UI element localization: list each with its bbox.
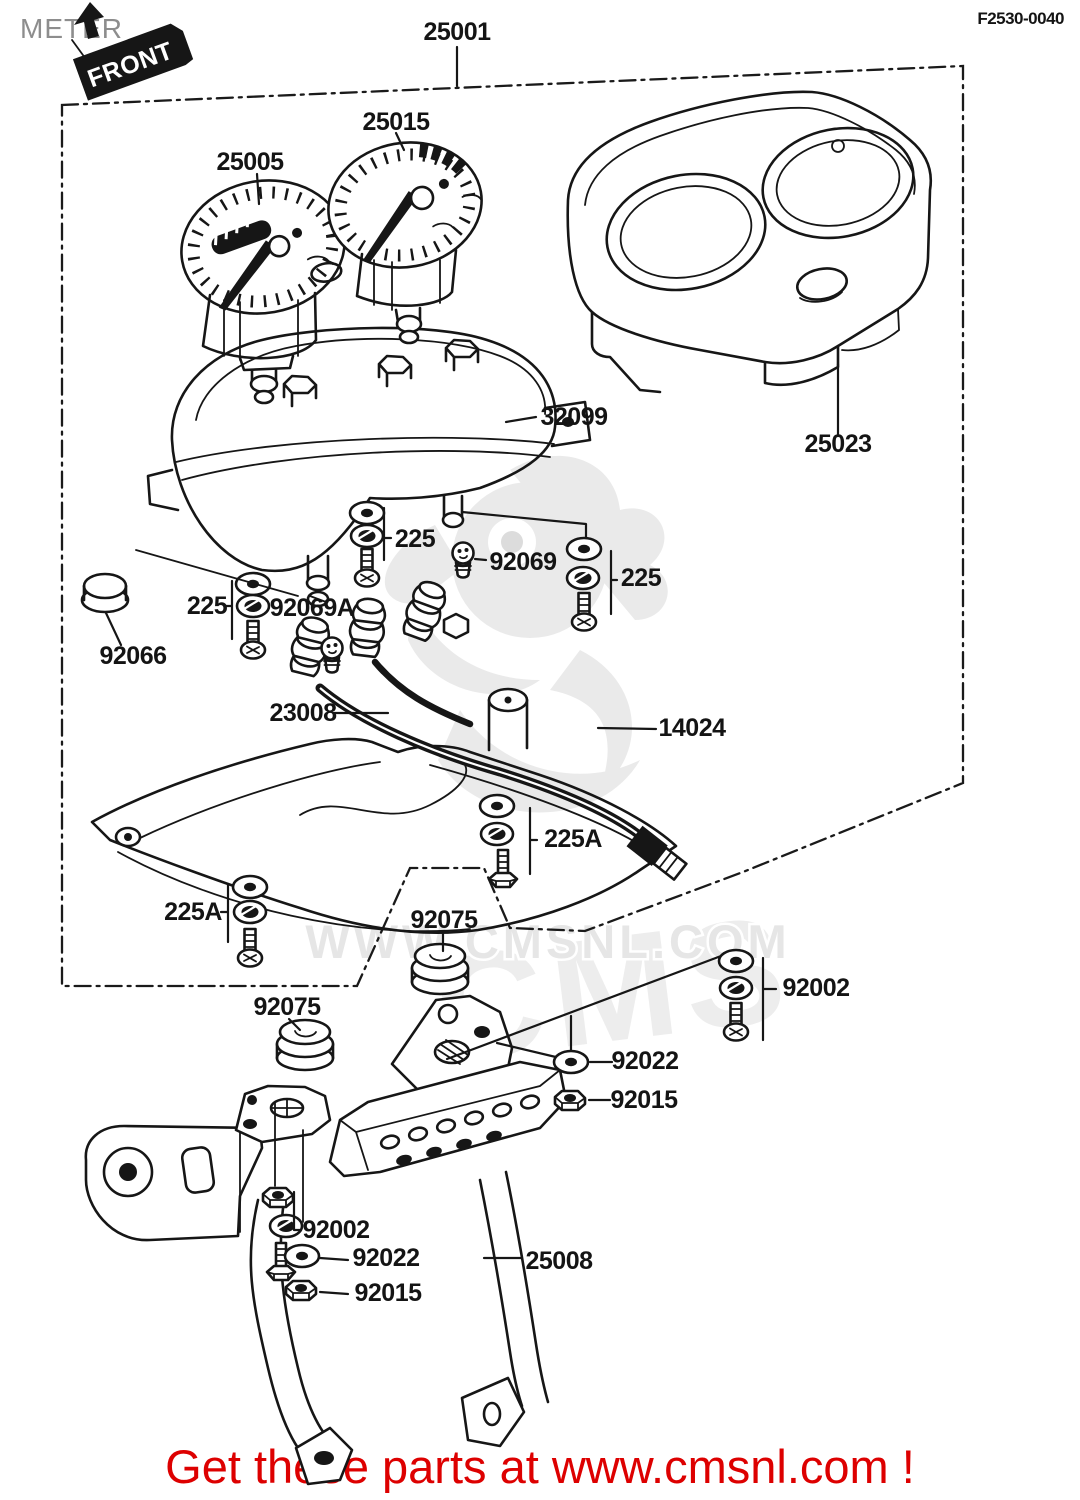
speedometer-25005 (180, 179, 346, 405)
cms-watermark-eagle (384, 455, 668, 813)
part-label-92069A[interactable]: 92069A (270, 594, 356, 622)
part-label-25008[interactable]: 25008 (525, 1247, 593, 1275)
part-label-25001[interactable]: 25001 (423, 18, 491, 46)
watermark-domain: WWW.CMSNL.COM (305, 915, 790, 968)
meter-case-32099 (146, 326, 592, 608)
part-label-92075-left[interactable]: 92075 (253, 993, 321, 1021)
assembly-boundary (60, 64, 965, 988)
part-label-225-right[interactable]: 225 (621, 564, 662, 592)
front-direction-sign: FRONT (71, 2, 194, 101)
meter-stay-25008 (84, 994, 568, 1486)
damper-92075-right (410, 931, 470, 996)
fastener-92002-right (445, 948, 778, 1061)
part-label-25015[interactable]: 25015 (362, 108, 430, 136)
washer-92022-bottom (283, 1243, 350, 1269)
fastener-225A-right (478, 793, 539, 889)
bulb-92069 (451, 541, 488, 579)
cap-92066 (80, 549, 299, 647)
part-label-225-left[interactable]: 225 (187, 592, 228, 620)
washer-92022-right (495, 1014, 614, 1075)
part-label-92075-right[interactable]: 92075 (410, 906, 478, 934)
part-label-225-center[interactable]: 225 (395, 525, 436, 553)
part-label-92015-right[interactable]: 92015 (610, 1086, 678, 1114)
part-label-225A-left[interactable]: 225A (164, 898, 223, 926)
part-label-25005[interactable]: 25005 (216, 148, 284, 176)
part-label-25023[interactable]: 25023 (804, 430, 872, 458)
part-label-92022-bottom[interactable]: 92022 (352, 1244, 420, 1272)
part-label-92066[interactable]: 92066 (99, 642, 167, 670)
page-title: METER (20, 13, 123, 44)
part-label-14024[interactable]: 14024 (658, 714, 726, 742)
part-label-92022-right[interactable]: 92022 (611, 1047, 679, 1075)
part-label-225A-right[interactable]: 225A (544, 825, 603, 853)
part-label-23008[interactable]: 23008 (269, 699, 337, 727)
banner-text: Get these parts at www.cmsnl.com ! (165, 1440, 915, 1493)
part-label-92002-right[interactable]: 92002 (782, 974, 850, 1002)
damper-92075-left (275, 1017, 335, 1072)
fastener-225A-left (219, 874, 269, 968)
part-label-32099[interactable]: 32099 (540, 403, 608, 431)
figure-code: F2530-0040 (977, 9, 1064, 28)
fastener-225-center (348, 500, 393, 588)
part-label-92069[interactable]: 92069 (489, 548, 557, 576)
part-label-92015-bottom[interactable]: 92015 (354, 1279, 422, 1307)
nut-92015-bottom (284, 1279, 350, 1302)
leader-lines (255, 45, 840, 1260)
fastener-225-right (460, 510, 619, 632)
fastener-92002-bottom (261, 1101, 304, 1282)
part-label-92002-bottom[interactable]: 92002 (302, 1216, 370, 1244)
meter-cover-25023 (566, 90, 933, 394)
fastener-225-left (223, 571, 344, 674)
nut-92015-right (553, 1089, 612, 1112)
lower-plate-14024 (90, 687, 678, 935)
tachometer-25015 (327, 141, 483, 345)
harness-23008 (285, 576, 688, 881)
